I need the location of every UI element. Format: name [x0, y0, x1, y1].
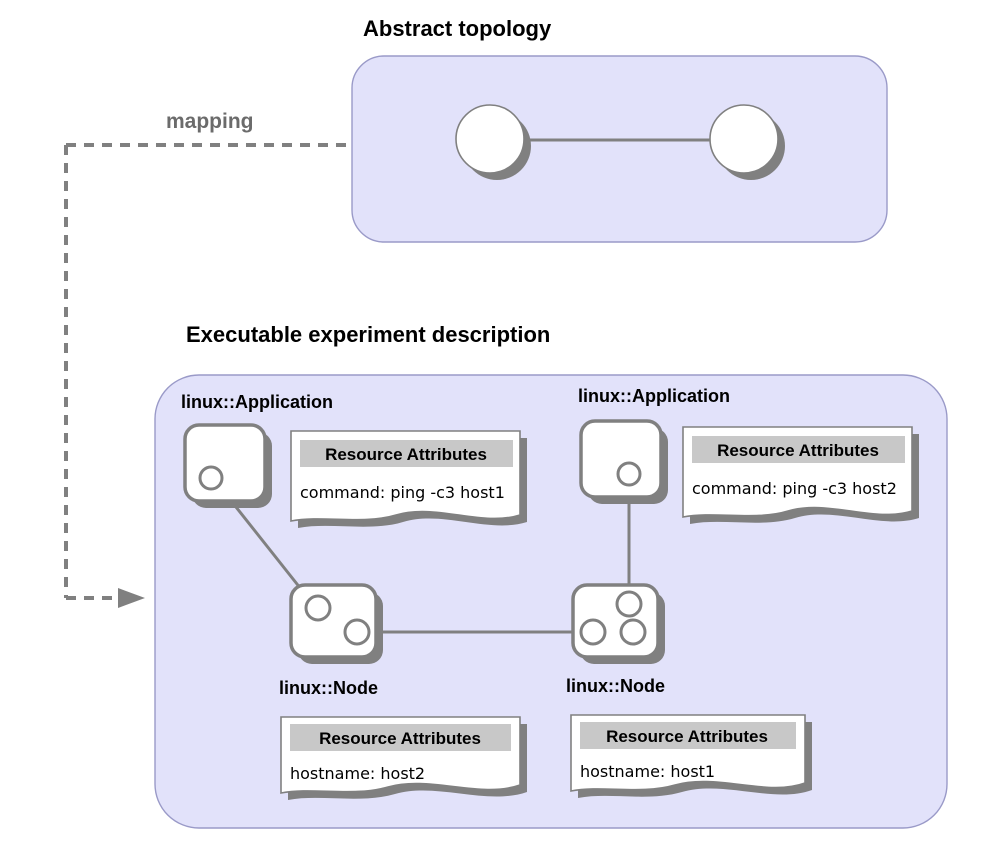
- app-right-note-header-bar: [692, 436, 905, 463]
- node-right-port-3-icon[interactable]: [619, 618, 647, 646]
- app-left-note-header: Resource Attributes: [325, 445, 487, 464]
- node-right-note-header-bar: [580, 722, 796, 749]
- node-left-port-1-icon[interactable]: [304, 594, 332, 622]
- abstract-topology-container: [351, 55, 888, 243]
- app-left-port-icon[interactable]: [198, 465, 224, 491]
- abstract-topology-title: Abstract topology: [363, 16, 552, 41]
- stereotype-node-left: linux::Node: [279, 678, 378, 698]
- app-right-note-header: Resource Attributes: [717, 441, 879, 460]
- node-right-port-1-icon[interactable]: [615, 590, 643, 618]
- mapping-arrowhead-icon: [118, 588, 145, 608]
- app-left-note-body: command: ping -c3 host1: [300, 483, 505, 502]
- app-right-port-icon[interactable]: [616, 461, 642, 487]
- node-left-note-header: Resource Attributes: [319, 729, 481, 748]
- node-right-note-body: hostname: host1: [580, 762, 715, 781]
- app-left-shape[interactable]: [183, 423, 267, 503]
- node-left-note-body: hostname: host2: [290, 764, 425, 783]
- app-right-shape[interactable]: [579, 419, 663, 499]
- node-right-note-header: Resource Attributes: [606, 727, 768, 746]
- stereotype-app-right: linux::Application: [578, 386, 730, 406]
- app-right-note-body: command: ping -c3 host2: [692, 479, 897, 498]
- abstract-node-left[interactable]: [455, 104, 525, 174]
- executable-experiment-title: Executable experiment description: [186, 322, 550, 347]
- abstract-node-right[interactable]: [709, 104, 779, 174]
- node-left-port-2-icon[interactable]: [343, 618, 371, 646]
- app-left-note-header-bar: [300, 440, 513, 467]
- node-left-note-header-bar: [290, 724, 511, 751]
- stereotype-node-right: linux::Node: [566, 676, 665, 696]
- stereotype-app-left: linux::Application: [181, 392, 333, 412]
- mapping-label: mapping: [166, 110, 254, 133]
- node-right-port-2-icon[interactable]: [579, 618, 607, 646]
